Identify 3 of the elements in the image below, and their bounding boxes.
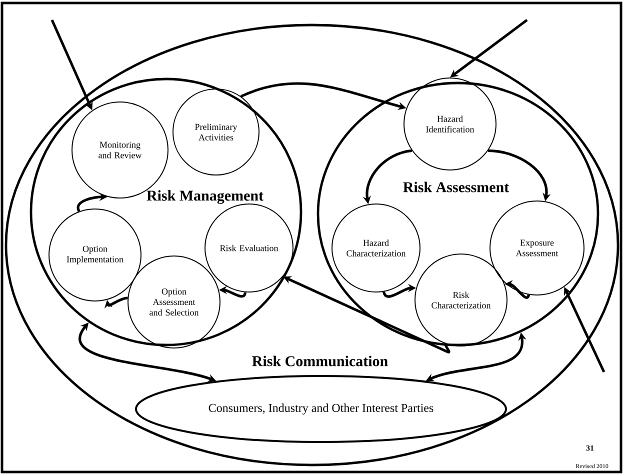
stakeholder-oval: Consumers, Industry and Other Interest Parties xyxy=(135,375,507,443)
slide-note: 31 xyxy=(586,445,594,451)
arrow xyxy=(104,296,128,309)
